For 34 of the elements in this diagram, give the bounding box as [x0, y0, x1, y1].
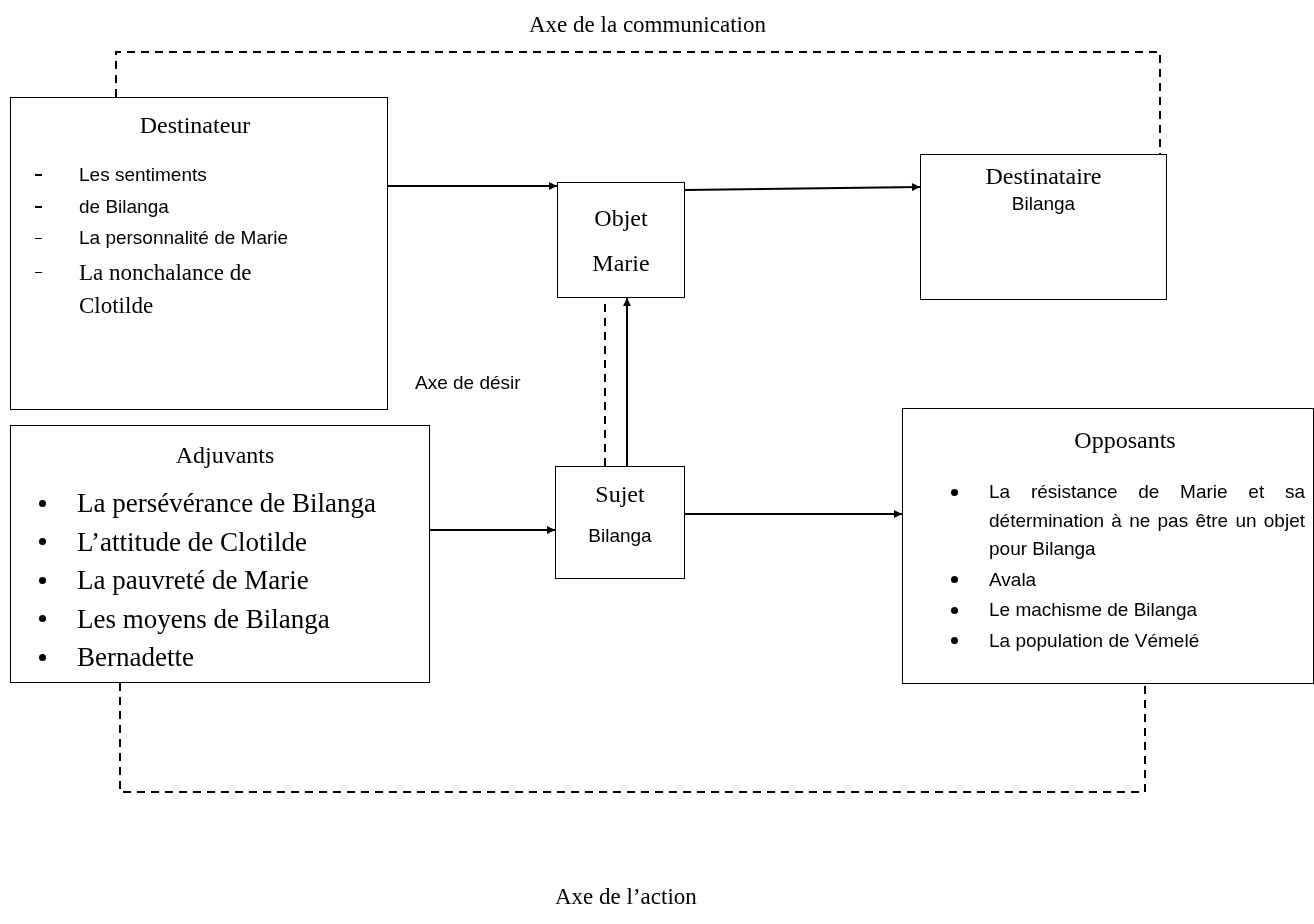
dashed-line: [119, 682, 1146, 793]
arrow: [623, 297, 631, 467]
name-text: Bilanga: [1010, 192, 1077, 217]
heading: Adjuvants: [174, 441, 276, 470]
heading: Destinateur: [138, 111, 252, 140]
list-item: La personnalité de Marie: [35, 224, 305, 252]
bullet-item: Le machisme de Bilanga: [945, 596, 1305, 625]
bullet-item: La pauvreté de Marie: [33, 562, 417, 599]
name-text: Bilanga: [587, 524, 653, 549]
actant-box: [10, 97, 388, 410]
list-item: de Bilanga: [35, 192, 305, 221]
arrow: [684, 510, 903, 518]
actant-box: [902, 408, 1314, 684]
actant-box: [555, 466, 685, 579]
heading: Marie: [591, 249, 651, 279]
bullet-item: La résistance de Marie et sa détermination à ne pas être un objet pour Bilanga: [945, 478, 1305, 564]
bullet-item: Les moyens de Bilanga: [33, 600, 417, 637]
actant-box: [10, 425, 430, 683]
heading: Opposants: [1073, 426, 1177, 455]
bullet-item: Bernadette: [33, 638, 417, 676]
list-item: La nonchalance de Clotilde: [35, 255, 305, 323]
bullet-item: Avala: [945, 565, 1305, 595]
bullet-item: La population de Vémelé: [945, 626, 1305, 656]
heading: Sujet: [594, 480, 646, 509]
arrow: [429, 526, 556, 534]
arrow: [387, 182, 558, 190]
heading: Objet: [593, 204, 649, 233]
heading: Destinataire: [984, 162, 1103, 191]
arrow: [684, 183, 921, 192]
list-item: Les sentiments: [35, 161, 305, 189]
actant-box: [557, 182, 685, 298]
bullet-item: La persévérance de Bilanga: [33, 485, 417, 522]
bullet-item: L’attitude de Clotilde: [33, 523, 417, 561]
actant-box: [920, 154, 1167, 300]
